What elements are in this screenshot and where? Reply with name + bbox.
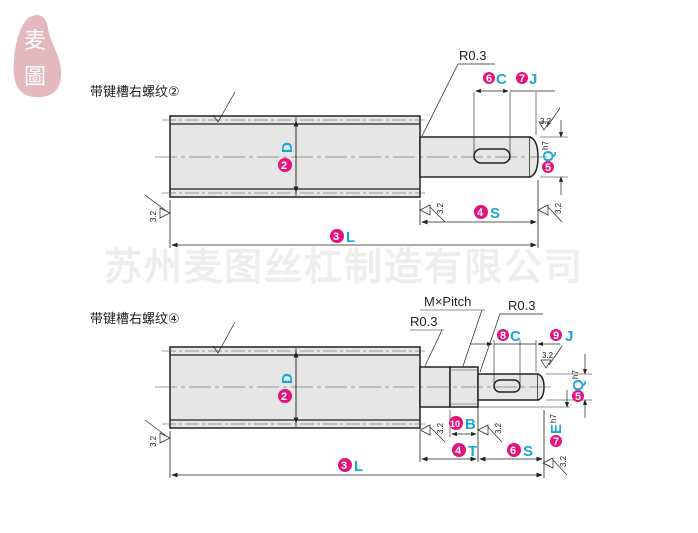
dim-d-label: D [279, 373, 296, 384]
dim-e-tol: h7 [549, 414, 558, 423]
shaft-body [169, 115, 421, 198]
badge-e-num: 7 [553, 436, 559, 448]
dim-j-label: J [565, 328, 573, 345]
seal-char-1: 麦 [24, 29, 46, 54]
dim-s-label: S [490, 205, 500, 222]
dim-c-label: C [496, 71, 507, 88]
dim-l-label: L [346, 229, 355, 246]
dim-q-label: Q [570, 379, 587, 391]
badge-c-num: 8 [500, 330, 506, 342]
badge-l-num: 3 [341, 460, 347, 472]
fillet-note-2: R0.3 [508, 298, 535, 313]
badge-l-num: 3 [333, 231, 339, 243]
roughness-value: 3.2 [149, 210, 158, 222]
badge-j-num: 7 [519, 73, 525, 85]
badge-c-num: 6 [486, 73, 492, 85]
dim-q-label: Q [540, 150, 557, 162]
badge-q-num: 5 [545, 162, 551, 174]
badge-d-num: 2 [281, 391, 287, 403]
shaft-body [169, 346, 421, 429]
roughness-value-2: 3.2 [436, 202, 445, 214]
dim-s-label: S [523, 443, 533, 460]
roughness-value-4: 3.2 [559, 455, 568, 467]
dim-c-label: C [510, 328, 521, 345]
roughness-value-5: 3.2 [542, 351, 554, 360]
badge-q-num: 5 [575, 391, 581, 403]
dim-b-label: B [465, 416, 476, 433]
dim-e-label: E [548, 424, 565, 434]
badge-t-num: 4 [455, 445, 462, 457]
roughness-value-4: 3.2 [540, 117, 552, 126]
drawing-1: 带键槽右螺纹② 2 D 3 L 4 S [90, 48, 568, 248]
drawing-2: 带键槽右螺纹④ 2 D 3 L 4 T [90, 294, 592, 478]
roughness-value-3: 3.2 [494, 422, 503, 434]
dim-t-label: T [468, 443, 477, 460]
company-seal-logo: 麦 圖 [13, 15, 62, 98]
badge-j-num: 9 [553, 330, 559, 342]
watermark-text: 苏州麦图丝杠制造有限公司 [104, 245, 584, 289]
fillet-note: R0.3 [459, 48, 486, 63]
thread-note: M×Pitch [424, 294, 471, 309]
badge-s-num: 4 [477, 207, 484, 219]
dim-d-label: D [279, 142, 296, 153]
badge-b-num: 10 [450, 419, 460, 429]
dim-j-label: J [529, 71, 537, 88]
roughness-value-2: 3.2 [436, 422, 445, 434]
dim-q-tol: h7 [541, 141, 550, 150]
keyway-slot [493, 379, 521, 393]
dim-q-tol: h7 [571, 370, 580, 379]
fillet-note-1: R0.3 [410, 314, 437, 329]
badge-d-num: 2 [281, 160, 287, 172]
dim-l-label: L [354, 458, 363, 475]
drawing-1-title: 带键槽右螺纹② [90, 85, 180, 100]
badge-s-num: 6 [510, 445, 516, 457]
roughness-value: 3.2 [149, 435, 158, 447]
keyway-slot [473, 148, 511, 164]
drawing-2-title: 带键槽右螺纹④ [90, 312, 180, 327]
seal-char-2: 圖 [24, 65, 46, 90]
roughness-value-3: 3.2 [554, 202, 563, 214]
